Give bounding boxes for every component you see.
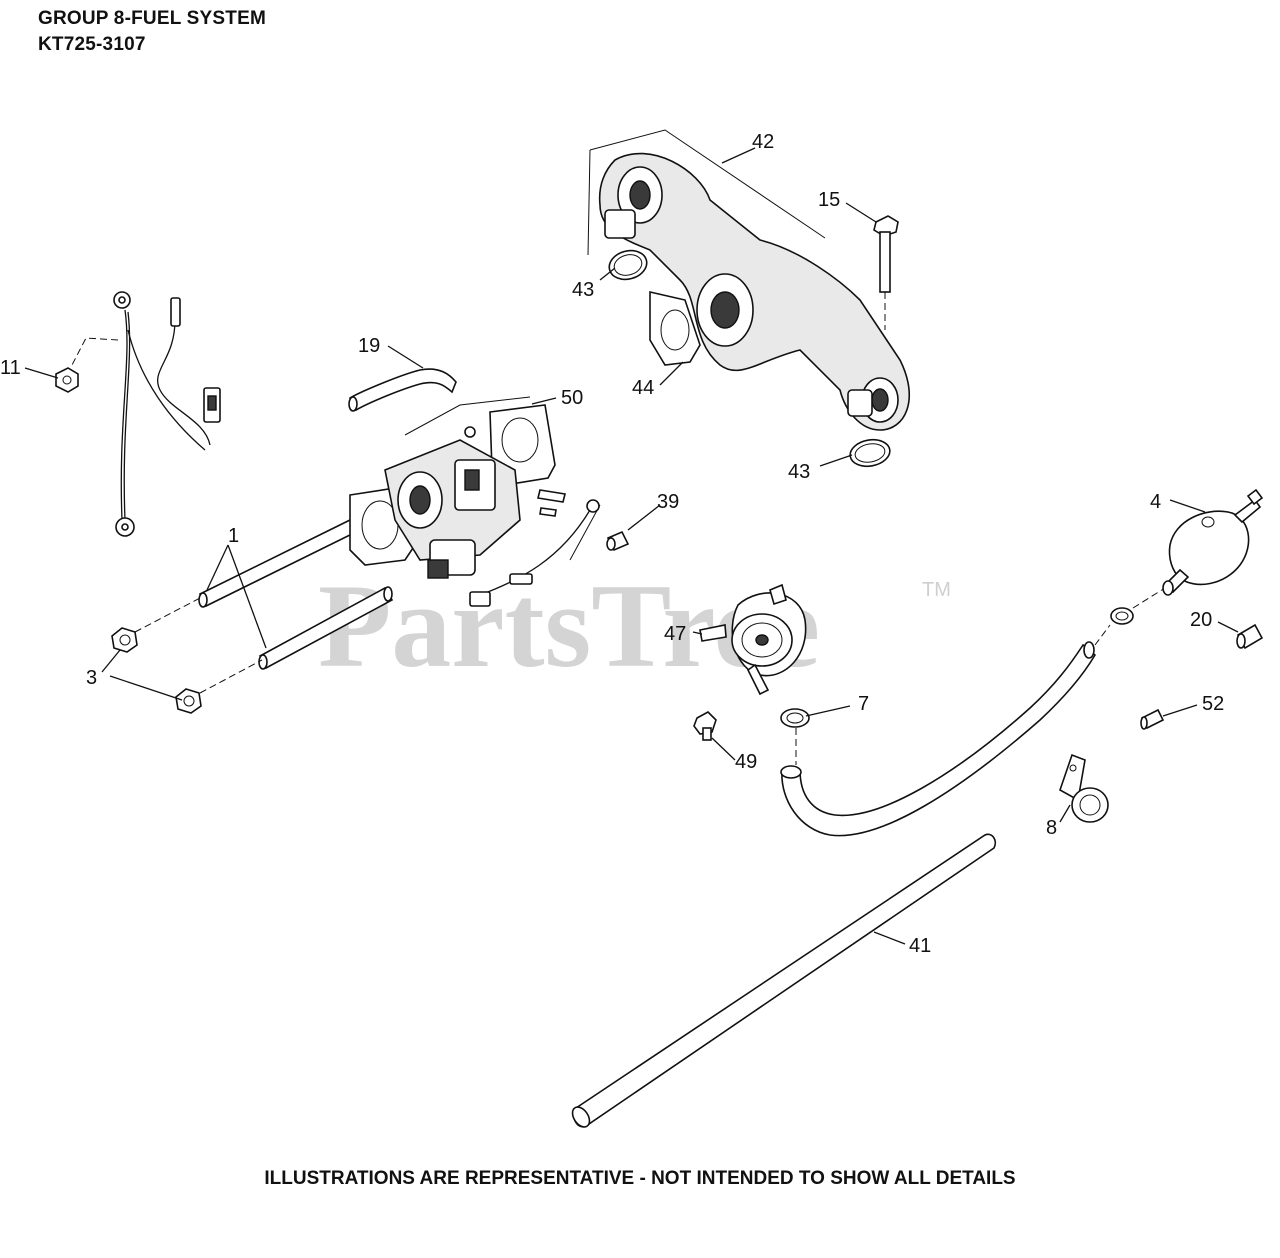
callout-19: 19 <box>358 335 380 357</box>
callout-1: 1 <box>228 525 239 547</box>
part-43-gasket-lower[interactable] <box>848 437 892 470</box>
watermark: PartsTree TM <box>318 559 951 692</box>
part-50-carburetor[interactable] <box>349 396 601 607</box>
part-47-fuel-pump[interactable] <box>699 583 807 696</box>
hose-clamp-upper[interactable] <box>1110 587 1166 625</box>
callout-43-lower: 43 <box>788 461 810 483</box>
callout-8: 8 <box>1046 817 1057 839</box>
part-11-ground-harness[interactable] <box>55 291 221 537</box>
callout-4: 4 <box>1150 491 1161 513</box>
fuel-hose[interactable] <box>780 624 1111 837</box>
callout-52: 52 <box>1202 693 1224 715</box>
part-44-gasket[interactable] <box>649 290 701 366</box>
part-42-intake-manifold[interactable] <box>587 129 910 431</box>
callout-20: 20 <box>1190 609 1212 631</box>
callout-3: 3 <box>86 667 97 689</box>
callout-50: 50 <box>561 387 583 409</box>
callout-42: 42 <box>752 131 774 153</box>
watermark-trademark: TM <box>922 579 951 601</box>
model-number: KT725-3107 <box>38 34 146 55</box>
part-49-screw[interactable] <box>693 711 717 741</box>
callout-44: 44 <box>632 377 654 399</box>
callout-11: 11 <box>0 357 21 379</box>
callout-labels: 11 1 3 19 50 42 15 43 44 43 39 4 20 47 5… <box>0 131 1224 957</box>
part-15-bolt[interactable] <box>873 215 899 330</box>
part-7-hose-clamp[interactable] <box>780 708 810 765</box>
part-52-fitting[interactable] <box>1140 708 1165 730</box>
callout-7: 7 <box>858 693 869 715</box>
leader-lines <box>24 147 1239 945</box>
diagram-title: GROUP 8-FUEL SYSTEM <box>38 8 266 29</box>
part-41-fuel-line[interactable] <box>569 833 997 1130</box>
part-19-hose[interactable] <box>348 368 457 412</box>
callout-43-upper: 43 <box>572 279 594 301</box>
part-4-fuel-filter[interactable] <box>1162 488 1264 596</box>
part-43-gasket-upper[interactable] <box>606 247 650 284</box>
part-20-plug[interactable] <box>1236 623 1264 650</box>
callout-49: 49 <box>735 751 757 773</box>
part-3-nuts[interactable] <box>111 597 263 714</box>
callout-41: 41 <box>909 935 931 957</box>
part-8-clip[interactable] <box>1059 753 1109 823</box>
part-39-fitting[interactable] <box>606 530 630 552</box>
disclaimer-footer: ILLUSTRATIONS ARE REPRESENTATIVE - NOT I… <box>264 1168 1016 1189</box>
callout-47: 47 <box>664 623 686 645</box>
callout-39: 39 <box>657 491 679 513</box>
callout-15: 15 <box>818 189 840 211</box>
